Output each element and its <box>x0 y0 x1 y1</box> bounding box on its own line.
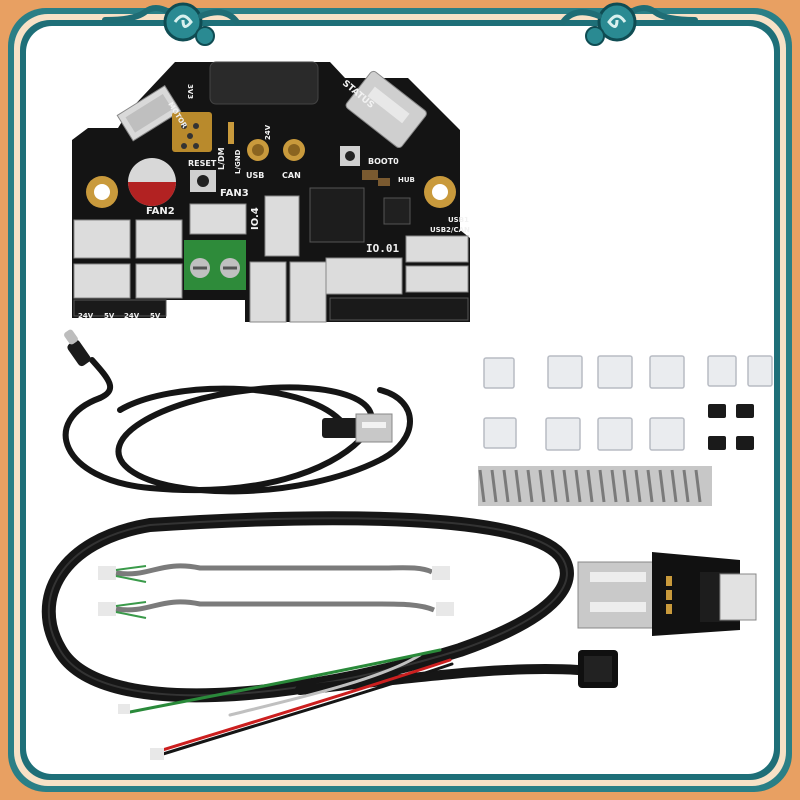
label-io4: IO.4 <box>250 207 261 230</box>
label-bottom-4: 5V <box>150 312 161 320</box>
hub-chip <box>383 197 411 225</box>
usb1-connector <box>405 235 469 263</box>
power-connector-a <box>73 263 131 299</box>
motor-connector <box>116 85 182 142</box>
label-usb1: USB1 <box>448 216 469 224</box>
green-terminal-block <box>184 240 246 290</box>
buzzer-pad <box>172 112 212 152</box>
label-usb: USB <box>246 171 264 180</box>
cloud-ornament-left-icon <box>102 2 240 46</box>
mounting-hole-icon <box>424 176 456 208</box>
usb-c-cable <box>62 357 413 495</box>
pcb-board: FAN2 FAN3 RESET USB CAN 24V L/DM L/GND S… <box>72 61 470 323</box>
usb-c-plug-icon <box>64 329 91 367</box>
label-bottom-1: 24V <box>78 312 94 320</box>
usb2-can-connector <box>405 265 469 293</box>
cloud-ornament-right-icon <box>560 2 698 46</box>
label-fan2: FAN2 <box>146 206 175 217</box>
crimp-pins-strip <box>478 466 712 506</box>
fan2-connector-a <box>73 219 131 259</box>
label-hub: HUB <box>398 176 415 184</box>
io-connector-a <box>249 261 287 323</box>
usb-a-plug-icon <box>322 413 393 443</box>
power-connector-b <box>135 263 183 299</box>
label-3v3: 3V3 <box>186 84 194 99</box>
label-lgnd: L/GND <box>234 149 242 174</box>
io-connector-b <box>289 261 327 323</box>
fan2-connector-b <box>135 219 183 259</box>
label-bottom-3: 24V <box>124 312 140 320</box>
label-boot0: BOOT0 <box>368 157 399 166</box>
jst-pigtail-2 <box>98 599 454 619</box>
usb-adapter <box>577 552 757 636</box>
io01-connector <box>325 257 403 295</box>
io4-connector <box>264 195 300 257</box>
small-plug-icon <box>118 704 164 760</box>
can-cable <box>41 511 583 757</box>
fan3-connector <box>189 203 247 235</box>
label-usb2can: USB2/CAN <box>430 226 470 234</box>
antenna-connectors <box>228 122 305 161</box>
usb-a-port <box>345 70 427 149</box>
label-ldm: L/DM <box>217 147 226 170</box>
label-bottom-2: 5V <box>104 312 115 320</box>
jst-pigtail-1 <box>98 563 450 583</box>
connector-housings <box>483 355 773 451</box>
xt-connector-icon <box>578 650 618 688</box>
label-reset: RESET <box>188 159 217 168</box>
mounting-hole-icon <box>86 176 118 208</box>
mcu-chip <box>309 187 365 243</box>
label-fan3: FAN3 <box>220 188 249 199</box>
label-io01: IO.01 <box>366 242 399 255</box>
usb-c-port <box>209 61 319 105</box>
pin-header <box>73 297 469 321</box>
label-24v-vertical: 24V <box>264 124 272 140</box>
jumper-caps <box>708 404 754 450</box>
capacitor <box>128 158 176 206</box>
label-can: CAN <box>282 171 301 180</box>
